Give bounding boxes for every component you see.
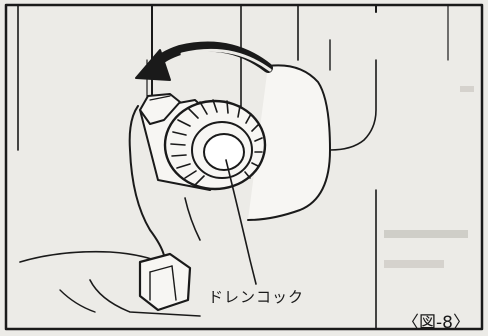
figure-frame xyxy=(4,3,484,331)
rotation-arrow-icon xyxy=(135,41,273,81)
show-through-marks xyxy=(384,86,474,268)
drain-cock-label: ドレンコック xyxy=(208,288,305,306)
callout-leader-line xyxy=(225,159,257,285)
machine-body-lines xyxy=(17,5,449,330)
hex-fitting xyxy=(139,93,181,125)
figure-number: 〈図-8〉 xyxy=(402,313,470,333)
drain-cock-knob xyxy=(163,99,267,191)
hex-nut xyxy=(138,252,192,312)
bracket-left-edge xyxy=(128,105,166,263)
